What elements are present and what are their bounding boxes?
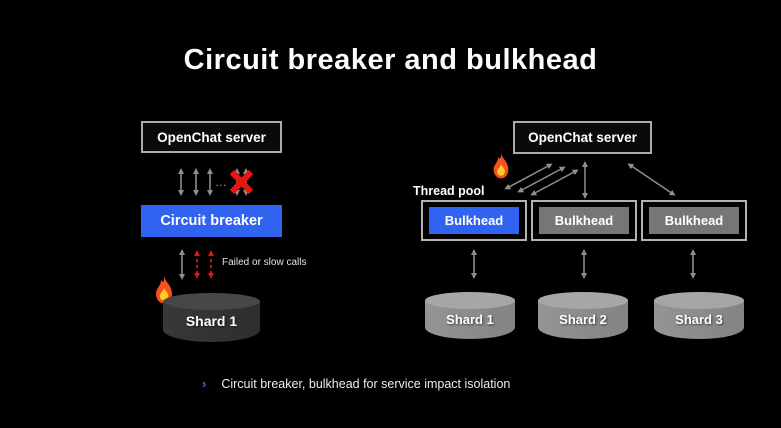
failed-calls-arrows [179,249,214,280]
server-bulkhead-arrows [504,161,676,199]
left-server-breaker-arrows: … [178,168,254,196]
bulkhead-cell-2: Bulkhead [531,200,637,241]
bulkhead-cell-3: Bulkhead [641,200,747,241]
right-openchat-server-box: OpenChat server [513,121,652,154]
left-shard-cylinder: Shard 1 [163,293,260,342]
bulkhead-box: Bulkhead [649,207,739,234]
right-openchat-server-label: OpenChat server [528,130,637,145]
footer-text: Circuit breaker, bulkhead for service im… [221,377,511,391]
ellipsis-label: … [215,175,227,189]
failed-calls-label: Failed or slow calls [222,257,307,268]
red-x-icon [229,169,254,195]
left-openchat-server-box: OpenChat server [141,121,282,153]
right-shard-cylinder-3: Shard 3 [654,292,744,339]
right-shard-cylinder-2: Shard 2 [538,292,628,339]
bulkhead-box-highlighted: Bulkhead [429,207,519,234]
right-shard-cylinder-1: Shard 1 [425,292,515,339]
circuit-breaker-box: Circuit breaker [141,205,282,237]
thread-pool-label: Thread pool [413,184,485,198]
cylinder-top [538,292,628,309]
slide-title: Circuit breaker and bulkhead [183,44,598,76]
circuit-breaker-label: Circuit breaker [160,213,263,229]
bulkhead-box: Bulkhead [539,207,629,234]
bulkhead-row: Bulkhead Bulkhead Bulkhead [421,200,747,241]
bulkhead-cell-1: Bulkhead [421,200,527,241]
cylinder-top [163,293,260,310]
bulkhead-shard-arrows [471,249,696,279]
right-shard-label-3: Shard 3 [675,312,723,327]
footer-bullet-row: › Circuit breaker, bulkhead for service … [202,376,510,391]
cylinder-top [654,292,744,309]
left-shard-label: Shard 1 [185,313,238,329]
cylinder-top [425,292,515,309]
right-shard-label-1: Shard 1 [446,312,494,327]
right-shard-label-2: Shard 2 [559,312,607,327]
left-openchat-server-label: OpenChat server [157,129,266,145]
chevron-bullet-icon: › [202,376,207,391]
